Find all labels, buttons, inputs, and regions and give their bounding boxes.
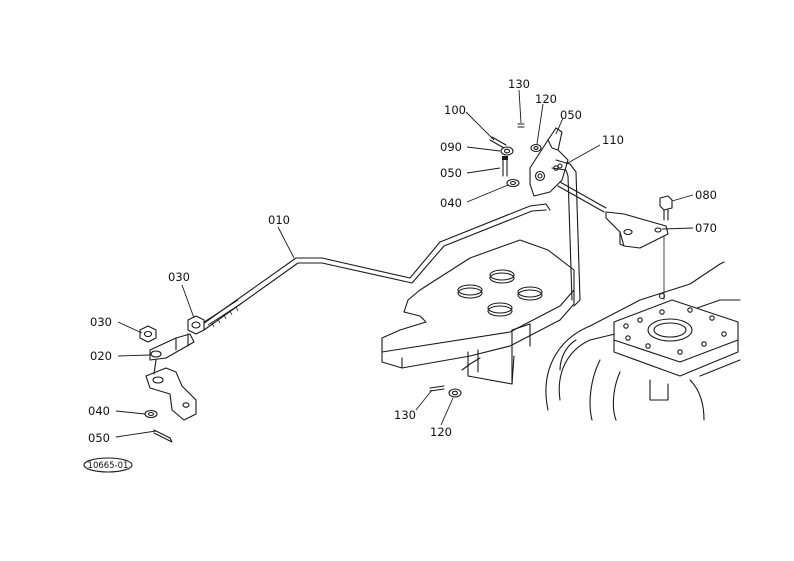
callout-130-upper: 130 <box>508 77 530 91</box>
callout-060: 050 <box>560 108 582 122</box>
drawing-code: 10665-01 <box>88 461 129 471</box>
drawing-code-badge: 10665-01 <box>83 457 133 473</box>
callout-130-lower: 130 <box>394 408 416 422</box>
upper-bracket <box>489 123 607 213</box>
callout-120-lower: 120 <box>430 425 452 439</box>
callout-110: 110 <box>602 133 624 147</box>
callout-080: 080 <box>695 188 717 202</box>
arm-070 <box>605 195 673 300</box>
rod-010 <box>199 203 551 331</box>
rod-110 <box>551 159 581 307</box>
callout-050-left: 050 <box>88 431 110 445</box>
callout-030-upper: 030 <box>168 270 190 284</box>
transmission-housing <box>545 261 741 421</box>
callout-010: 010 <box>268 213 290 227</box>
lower-pin <box>429 357 481 398</box>
callout-030-left: 030 <box>90 315 112 329</box>
callout-040-upper: 040 <box>440 196 462 210</box>
callout-090: 090 <box>440 140 462 154</box>
leader-lines <box>115 89 694 438</box>
callout-120-upper: 120 <box>535 92 557 106</box>
callout-050-upper: 050 <box>440 166 462 180</box>
callout-100: 100 <box>444 103 466 117</box>
callout-040-left: 040 <box>88 404 110 418</box>
floor-plate <box>381 239 575 385</box>
callout-labels: 010 030 030 020 040 050 040 050 090 100 … <box>88 77 717 445</box>
callout-020: 020 <box>90 349 112 363</box>
left-linkage <box>139 315 205 443</box>
callout-070: 070 <box>695 221 717 235</box>
